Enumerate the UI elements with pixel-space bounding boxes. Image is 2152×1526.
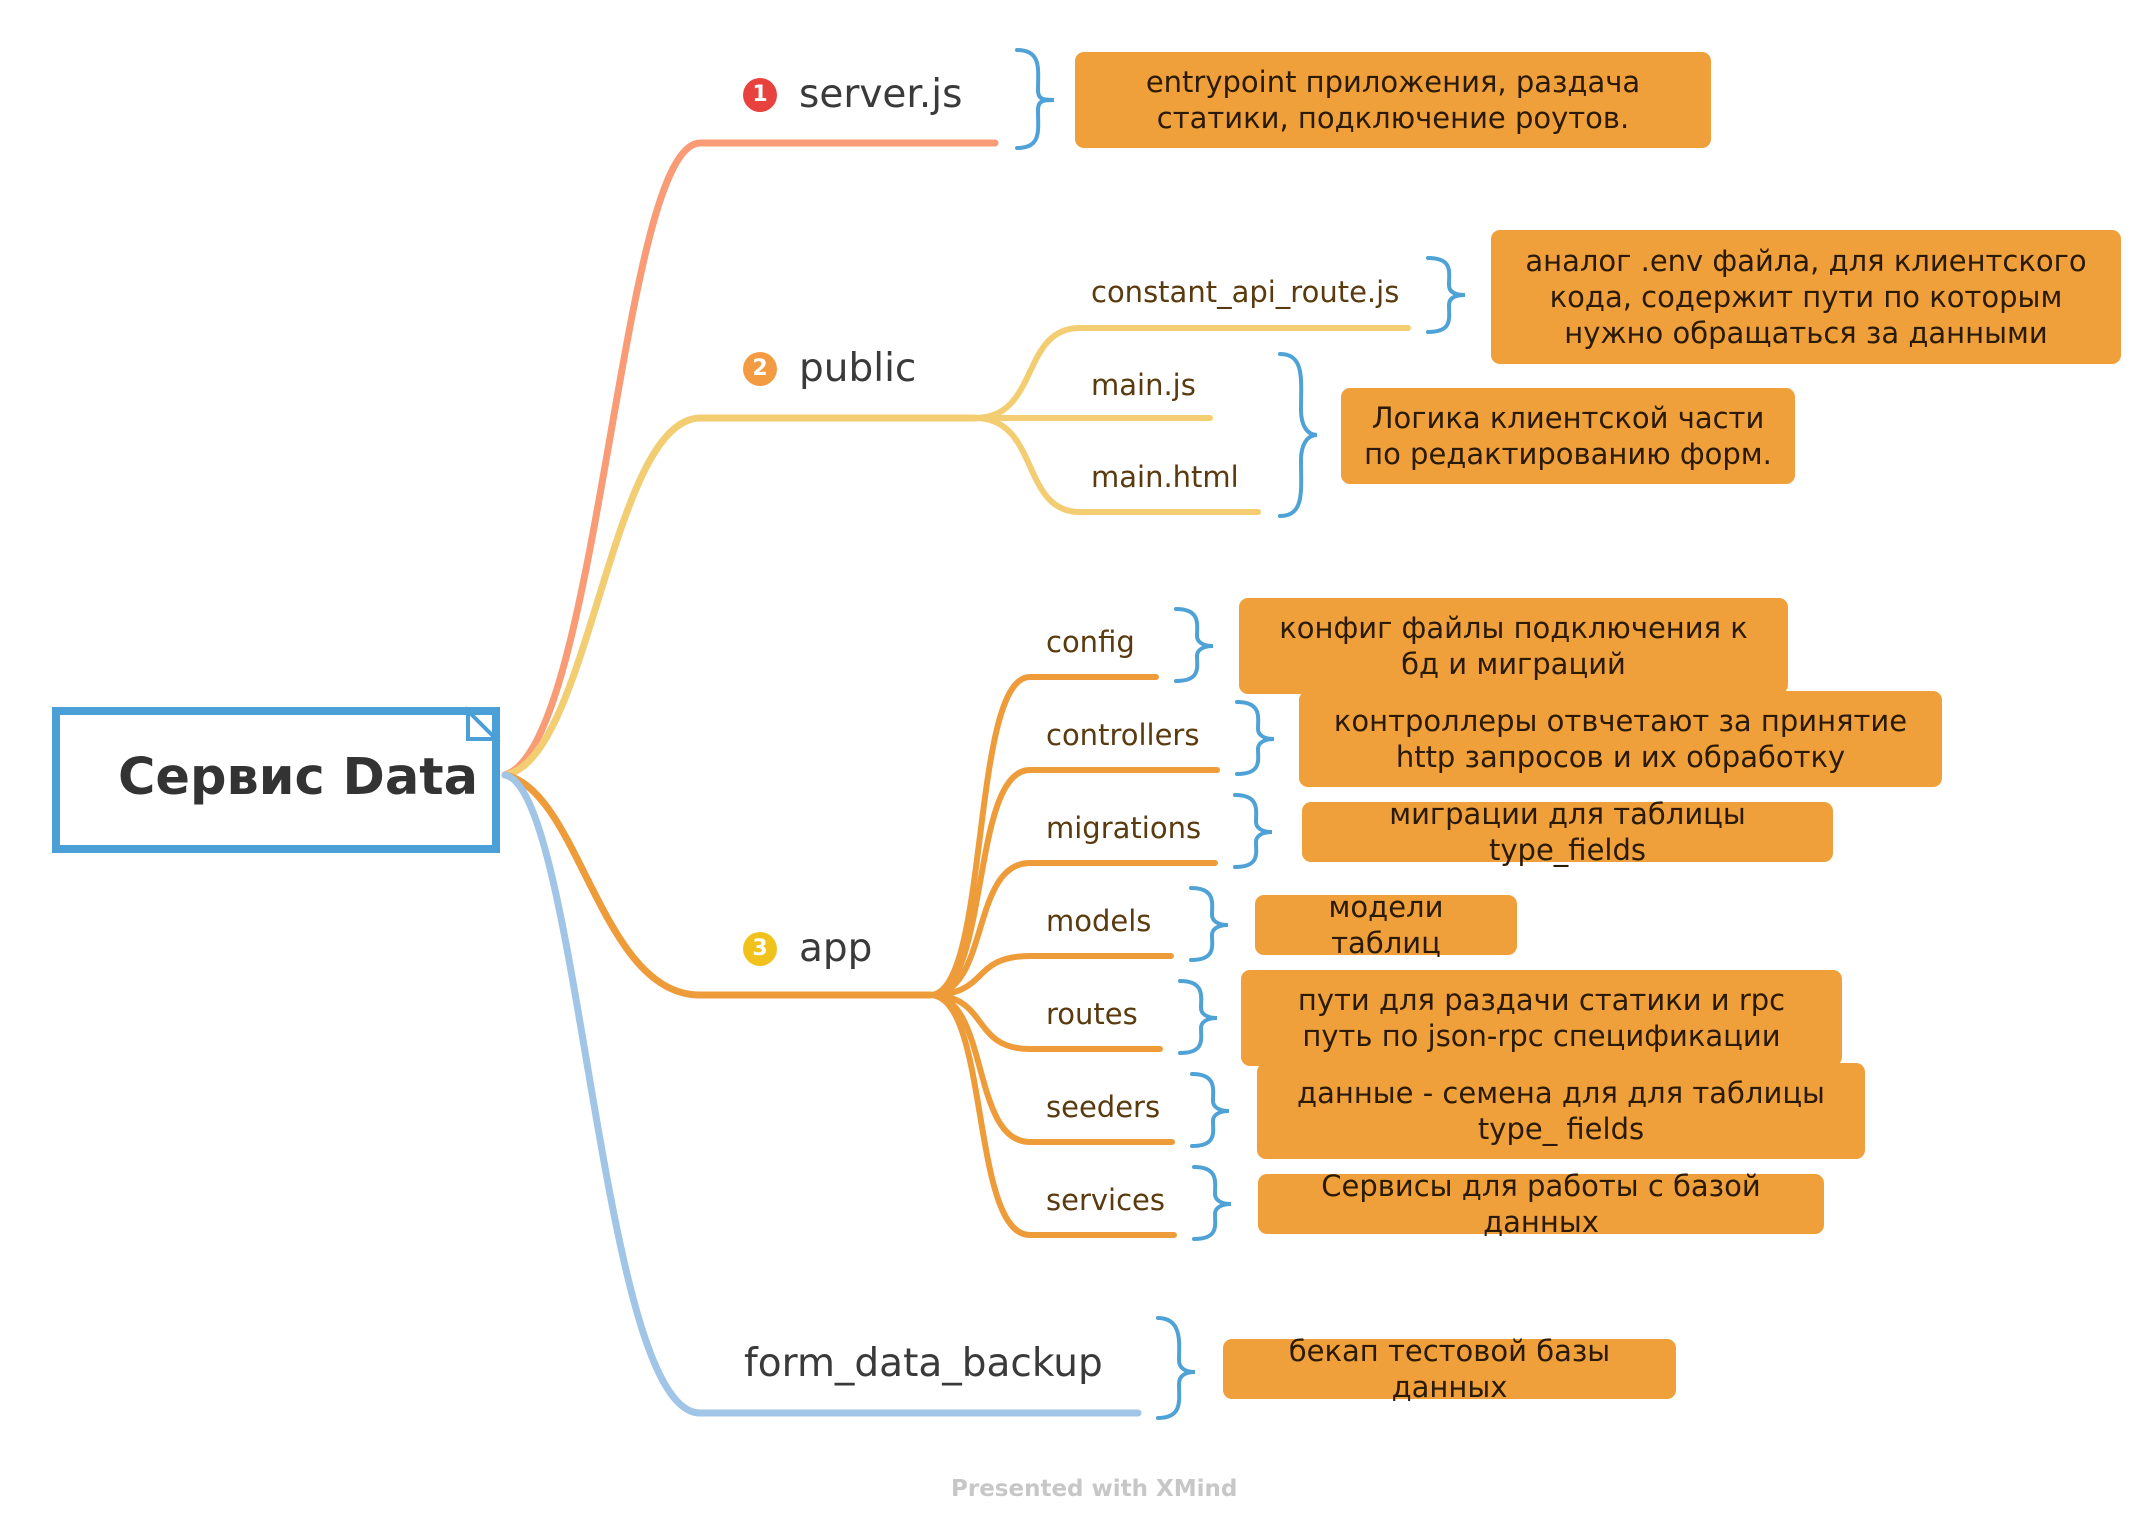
subtopic-models[interactable]: models (1046, 904, 1152, 938)
subtopic-main-js[interactable]: main.js (1091, 368, 1196, 402)
bracket-backup (1156, 1316, 1196, 1420)
note-services: Сервисы для работы с базой данных (1258, 1169, 1824, 1239)
note-seeders: данные - семена для для таблицы type_ fi… (1257, 1063, 1865, 1159)
subtopic-controllers[interactable]: controllers (1046, 718, 1200, 752)
sub-line-migrations (927, 860, 1218, 998)
branch-line-public (501, 414, 979, 779)
note-constant-api-route: аналог .env файла, для клиентского кода,… (1491, 230, 2121, 364)
bracket-controllers (1235, 700, 1275, 776)
root-topic-label: Сервис Data (118, 748, 479, 807)
bracket-config (1174, 607, 1214, 683)
topic-form-data-backup[interactable]: form_data_backup (744, 1341, 1103, 1386)
bracket-main (1278, 352, 1318, 518)
bracket-group (1015, 48, 1466, 1420)
note-models: модели таблиц (1255, 890, 1517, 960)
bracket-models (1189, 886, 1229, 962)
subtopic-routes[interactable]: routes (1046, 997, 1138, 1031)
sub-line-controllers (927, 767, 1220, 998)
branch-line-server (501, 139, 999, 779)
note-main-files: Логика клиентской части по редактировани… (1341, 388, 1795, 484)
subtopic-services[interactable]: services (1046, 1183, 1165, 1217)
priority-3-badge: 3 (743, 932, 777, 966)
topic-public[interactable]: public (799, 346, 917, 391)
note-migrations: миграции для таблицы type_fields (1302, 797, 1833, 867)
note-config: конфиг файлы подключения к бд и миграций (1239, 598, 1788, 694)
bracket-constant (1426, 256, 1466, 334)
subtopic-main-html[interactable]: main.html (1091, 460, 1239, 494)
sub-line-models (927, 953, 1174, 998)
bracket-server (1015, 48, 1055, 150)
sub-line-routes (927, 992, 1163, 1052)
topic-server-js[interactable]: server.js (799, 72, 963, 117)
bracket-migrations (1233, 793, 1273, 869)
subtopic-config[interactable]: config (1046, 625, 1135, 659)
branch-line-app (501, 771, 934, 999)
branch-line-backup (501, 771, 1142, 1417)
priority-2-badge: 2 (743, 352, 777, 386)
sub-line-constant-api-route (972, 325, 1411, 421)
xmind-footer-text: Presented with XMind (951, 1476, 1238, 1502)
note-server-js: entrypoint приложения, раздача статики, … (1075, 52, 1711, 148)
sub-line-main-html (972, 415, 1261, 515)
bracket-routes (1178, 979, 1218, 1055)
subtopic-constant-api-route[interactable]: constant_api_route.js (1091, 275, 1400, 309)
note-form-data-backup: бекап тестовой базы данных (1223, 1334, 1676, 1404)
sub-line-services (927, 992, 1177, 1238)
note-routes: пути для раздачи статики и rpc путь по j… (1241, 970, 1842, 1066)
priority-1-badge: 1 (743, 78, 777, 112)
bracket-seeders (1190, 1072, 1230, 1148)
note-controllers: контроллеры отвчетают за принятие http з… (1299, 691, 1942, 787)
root-topic-box[interactable] (52, 706, 501, 853)
subtopic-migrations[interactable]: migrations (1046, 811, 1202, 845)
subtopic-seeders[interactable]: seeders (1046, 1090, 1161, 1124)
topic-app[interactable]: app (799, 926, 873, 971)
bracket-services (1192, 1165, 1232, 1241)
